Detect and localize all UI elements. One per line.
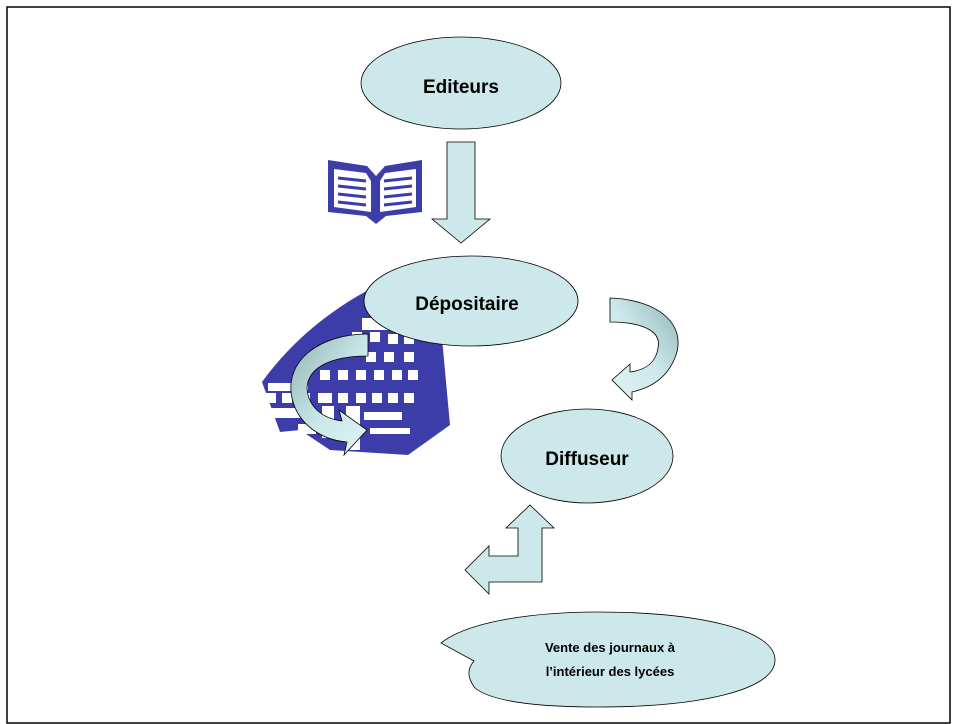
curved-arrow-right-icon — [609, 297, 679, 401]
open-book-icon — [328, 160, 422, 224]
callout-line-1: Vente des journaux à — [545, 640, 676, 655]
callout-line-2: l’intérieur des lycées — [546, 664, 675, 679]
down-arrow-icon — [430, 141, 492, 244]
node-depositaire: Dépositaire — [363, 255, 579, 347]
node-editeurs-label: Editeurs — [423, 77, 499, 98]
node-diffuseur-label: Diffuseur — [545, 449, 629, 470]
node-editeurs: Editeurs — [360, 36, 562, 130]
callout-vente: Vente des journaux à l’intérieur des lyc… — [440, 611, 776, 708]
node-diffuseur: Diffuseur — [500, 408, 674, 504]
bent-arrow-icon — [464, 504, 555, 595]
node-depositaire-label: Dépositaire — [415, 294, 518, 315]
curved-arrow-left-icon — [290, 333, 369, 457]
